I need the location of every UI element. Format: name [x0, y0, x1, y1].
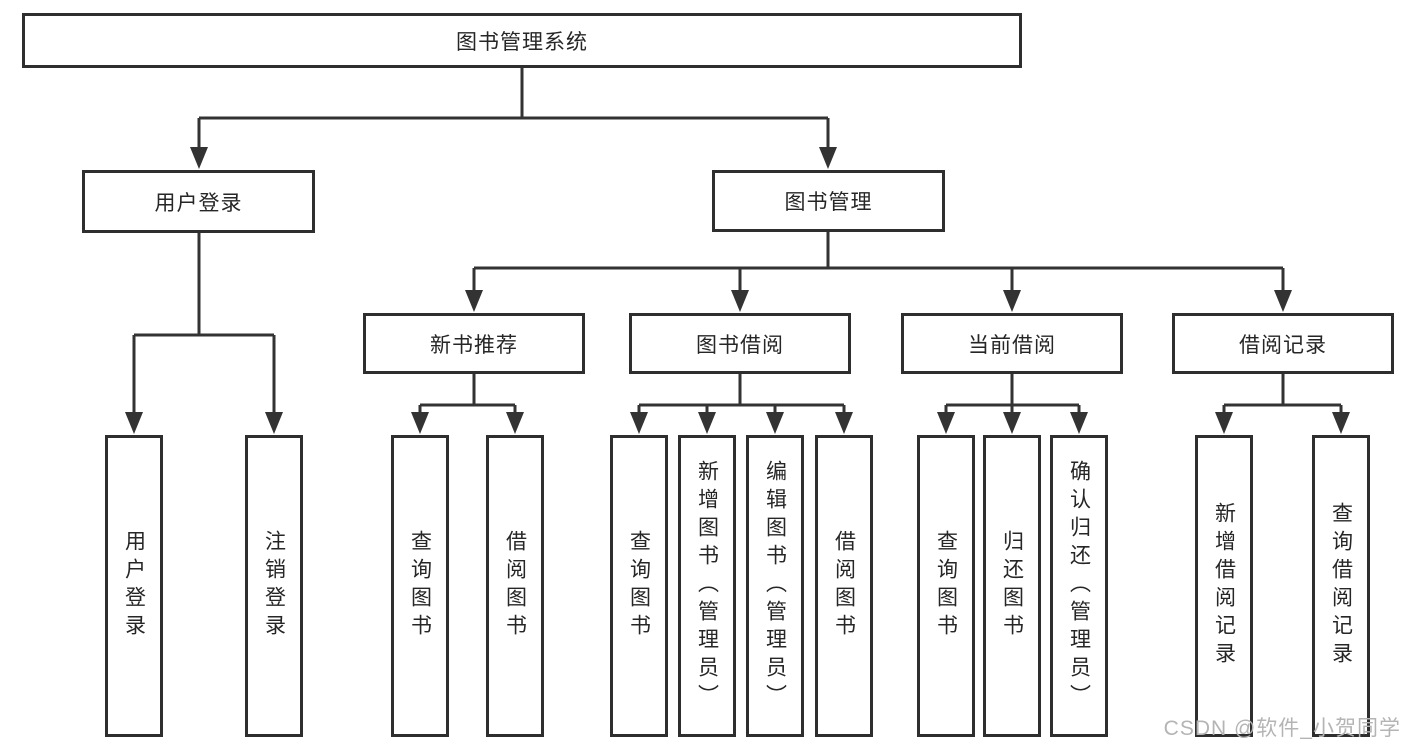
node-borrow-records: 借阅记录 [1172, 313, 1394, 374]
leaf-add-borrow-record-label: 新增借阅记录 [1212, 502, 1236, 670]
node-current-borrow: 当前借阅 [901, 313, 1123, 374]
node-book-borrow: 图书借阅 [629, 313, 851, 374]
leaf-query-books-newbook: 查询图书 [391, 435, 449, 737]
leaf-query-borrow-record-label: 查询借阅记录 [1329, 502, 1353, 670]
leaf-logout-label: 注销登录 [262, 530, 286, 642]
leaf-return-books: 归还图书 [983, 435, 1041, 737]
leaf-add-books-admin-label: 新增图书（管理员） [695, 460, 719, 712]
leaf-user-login: 用户登录 [105, 435, 163, 737]
node-user-login: 用户登录 [82, 170, 315, 233]
leaf-query-books-newbook-label: 查询图书 [408, 530, 432, 642]
leaf-query-books-current-label: 查询图书 [934, 530, 958, 642]
node-root-library-management-system: 图书管理系统 [22, 13, 1022, 68]
leaf-confirm-return-admin-label: 确认归还（管理员） [1067, 460, 1091, 712]
leaf-add-borrow-record: 新增借阅记录 [1195, 435, 1253, 737]
leaf-edit-books-admin-label: 编辑图书（管理员） [763, 460, 787, 712]
leaf-borrow-books: 借阅图书 [815, 435, 873, 737]
leaf-query-borrow-record: 查询借阅记录 [1312, 435, 1370, 737]
leaf-query-books-borrow-label: 查询图书 [627, 530, 651, 642]
leaf-user-login-label: 用户登录 [122, 530, 146, 642]
leaf-borrow-books-newbook-label: 借阅图书 [503, 530, 527, 642]
leaf-logout: 注销登录 [245, 435, 303, 737]
node-new-book-recommend: 新书推荐 [363, 313, 585, 374]
node-book-management: 图书管理 [712, 170, 945, 232]
leaf-borrow-books-newbook: 借阅图书 [486, 435, 544, 737]
leaf-confirm-return-admin: 确认归还（管理员） [1050, 435, 1108, 737]
leaf-return-books-label: 归还图书 [1000, 530, 1024, 642]
leaf-query-books-current: 查询图书 [917, 435, 975, 737]
leaf-edit-books-admin: 编辑图书（管理员） [746, 435, 804, 737]
leaf-borrow-books-label: 借阅图书 [832, 530, 856, 642]
csdn-watermark: CSDN @软件_小贺同学 [1163, 717, 1401, 740]
leaf-query-books-borrow: 查询图书 [610, 435, 668, 737]
leaf-add-books-admin: 新增图书（管理员） [678, 435, 736, 737]
